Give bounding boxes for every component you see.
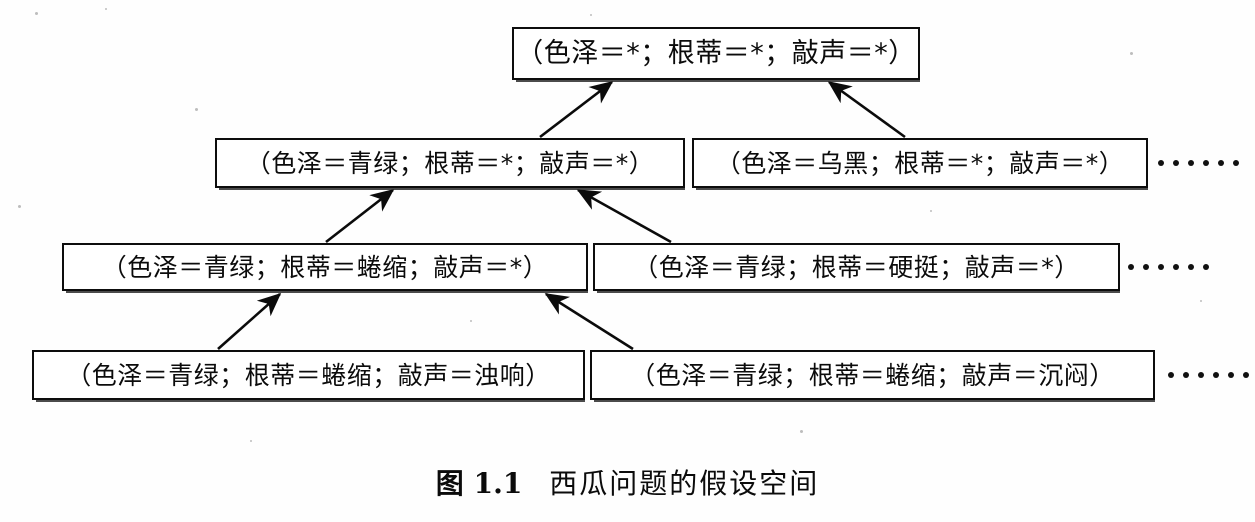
- scan-speck: [250, 440, 252, 442]
- figure-caption: 图 1.1 西瓜问题的假设空间: [0, 462, 1255, 502]
- scan-speck: [18, 205, 21, 208]
- ellipsis-row-3: [1128, 264, 1209, 270]
- hypothesis-node-text: （色泽＝青绿；根蒂＝蜷缩；敲声＝沉闷）: [630, 360, 1115, 390]
- arrow-turbid-to-curl: [217, 292, 282, 350]
- scan-speck: [35, 12, 38, 15]
- hypothesis-node-color-black: （色泽＝乌黑；根蒂＝*；敲声＝*）: [692, 138, 1148, 190]
- hypothesis-node-root-curled: （色泽＝青绿；根蒂＝蜷缩；敲声＝*）: [62, 243, 588, 293]
- hypothesis-node-text: （色泽＝*；根蒂＝*；敲声＝*）: [516, 38, 916, 69]
- arrow-black-to-root: [827, 80, 906, 139]
- scan-speck: [800, 430, 803, 433]
- scan-speck: [195, 108, 198, 111]
- hypothesis-node-sound-turbid: （色泽＝青绿；根蒂＝蜷缩；敲声＝浊响）: [32, 350, 585, 402]
- ellipsis-row-4: [1168, 372, 1249, 378]
- ellipsis-row-2: [1158, 160, 1239, 166]
- scan-speck: [590, 14, 592, 16]
- arrow-dull-to-curl: [544, 292, 634, 351]
- hypothesis-node-text: （色泽＝乌黑；根蒂＝*；敲声＝*）: [715, 148, 1125, 178]
- hypothesis-node-color-green: （色泽＝青绿；根蒂＝*；敲声＝*）: [215, 138, 685, 190]
- scan-speck: [1130, 52, 1133, 55]
- scan-speck: [640, 225, 642, 227]
- hypothesis-node-root: （色泽＝*；根蒂＝*；敲声＝*）: [512, 27, 920, 82]
- arrow-curl-to-green: [325, 188, 395, 244]
- caption-label: 图: [435, 467, 465, 500]
- caption-title: 西瓜问题的假设空间: [549, 467, 820, 500]
- hypothesis-node-root-stiff: （色泽＝青绿；根蒂＝硬挺；敲声＝*）: [593, 243, 1120, 293]
- hypothesis-node-text: （色泽＝青绿；根蒂＝*；敲声＝*）: [245, 148, 655, 178]
- scan-speck: [470, 320, 472, 322]
- hypothesis-node-text: （色泽＝青绿；根蒂＝硬挺；敲声＝*）: [633, 252, 1080, 282]
- scan-speck: [930, 210, 932, 212]
- hypothesis-node-text: （色泽＝青绿；根蒂＝蜷缩；敲声＝*）: [101, 252, 549, 282]
- arrow-green-to-root: [539, 80, 614, 139]
- arrow-stiff-to-green: [576, 188, 672, 244]
- scan-speck: [1200, 300, 1202, 302]
- scan-speck: [105, 8, 107, 10]
- caption-number: 1.1: [473, 467, 523, 500]
- hypothesis-node-text: （色泽＝青绿；根蒂＝蜷缩；敲声＝浊响）: [66, 360, 551, 390]
- hypothesis-node-sound-dull: （色泽＝青绿；根蒂＝蜷缩；敲声＝沉闷）: [590, 350, 1155, 402]
